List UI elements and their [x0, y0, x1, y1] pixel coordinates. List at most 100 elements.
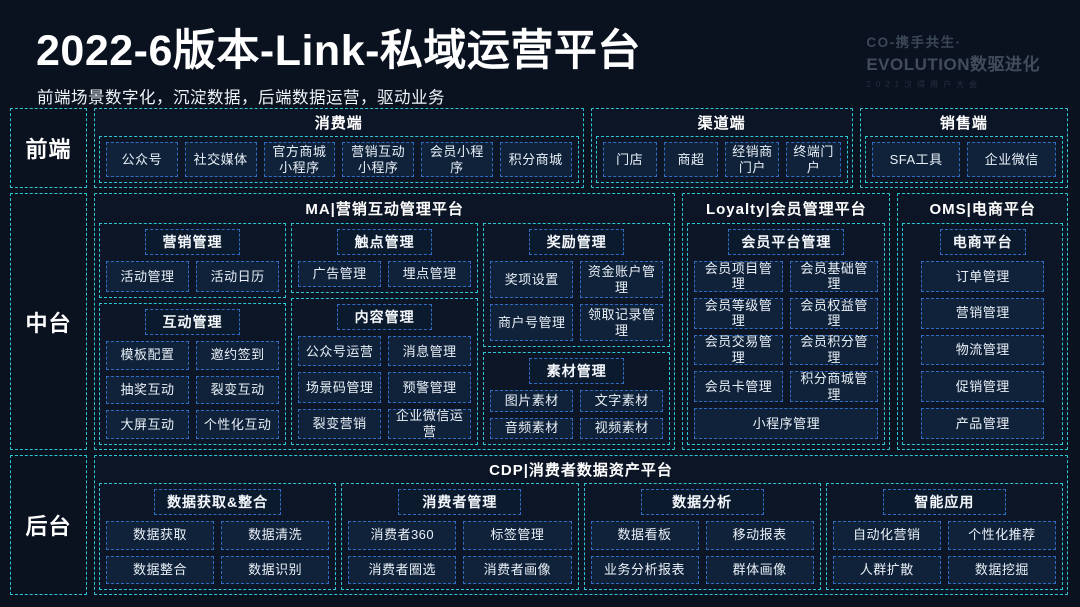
item-box: SFA工具: [871, 142, 961, 177]
item-row: 数据看板移动报表: [590, 521, 814, 550]
item-box: 公众号: [106, 142, 178, 177]
subgroup-box: 营销管理活动管理活动日历: [99, 223, 287, 298]
item-box: 企业微信: [967, 142, 1056, 177]
subgroup-box: 电商平台订单管理营销管理物流管理促销管理产品管理: [902, 223, 1063, 445]
item-box: 营销互动小程序: [342, 142, 414, 177]
band-content: MA|营销互动管理平台营销管理活动管理活动日历互动管理模板配置邀约签到抽奖互动裂…: [94, 193, 1068, 450]
platform-column: 门店商超经销商门户终端门户: [595, 136, 848, 183]
item-box: 资金账户管理: [580, 261, 664, 299]
platform-group: 消费端公众号社交媒体官方商城小程序营销互动小程序会员小程序积分商城: [94, 108, 584, 188]
item-row: 业务分析报表群体画像: [590, 555, 814, 584]
subgroup-box: 内容管理公众号运营消息管理场景码管理预警管理裂变营销企业微信运营: [291, 298, 479, 445]
item-box: 活动日历: [196, 261, 280, 292]
item-box: 数据整合: [106, 555, 215, 584]
item-row: 抽奖互动裂变互动: [106, 375, 280, 405]
item-box: 会员交易管理: [694, 334, 783, 366]
subgroup-title: 奖励管理: [529, 229, 625, 255]
item-box: 会员项目管理: [694, 261, 783, 292]
item-row: SFA工具企业微信: [871, 142, 1056, 177]
item-box: 消费者画像: [463, 555, 572, 584]
platform-title: 消费端: [314, 115, 363, 132]
platform-group: OMS|电商平台电商平台订单管理营销管理物流管理促销管理产品管理: [897, 193, 1068, 450]
item-row: 数据整合数据识别: [106, 555, 330, 584]
subgroup-box: 互动管理模板配置邀约签到抽奖互动裂变互动大屏互动个性化互动: [99, 302, 287, 445]
subgroup-box: SFA工具企业微信: [864, 136, 1063, 183]
item-box: 领取记录管理: [580, 304, 664, 342]
item-box: 抽奖互动: [106, 375, 190, 405]
item-row: 裂变营销企业微信运营: [298, 408, 472, 439]
item-row: 自动化营销个性化推荐: [832, 521, 1056, 550]
item-row: 模板配置邀约签到: [106, 340, 280, 370]
item-box: 门店: [602, 142, 657, 177]
item-box: 会员积分管理: [789, 334, 879, 366]
platform-title: 销售端: [939, 115, 988, 132]
item-row: 产品管理: [909, 408, 1056, 439]
item-row: 促销管理: [909, 371, 1056, 403]
item-box: 裂变营销: [298, 408, 382, 439]
item-row: 奖项设置资金账户管理: [490, 261, 664, 299]
platform-columns: 会员平台管理会员项目管理会员基础管理会员等级管理会员权益管理会员交易管理会员积分…: [687, 223, 886, 445]
subgroup-box: 智能应用自动化营销个性化推荐人群扩散数据挖掘: [825, 483, 1063, 590]
item-box: 标签管理: [463, 521, 572, 550]
subgroup-title: 数据分析: [640, 489, 764, 515]
item-row: 会员卡管理积分商城管理: [694, 371, 879, 403]
item-box: 物流管理: [920, 334, 1045, 366]
item-row: 场景码管理预警管理: [298, 372, 472, 403]
item-row: 图片素材文字素材: [490, 390, 664, 412]
item-box: 自动化营销: [832, 521, 941, 550]
item-box: 会员小程序: [421, 142, 493, 177]
item-box: 消息管理: [388, 336, 472, 367]
item-box: 数据清洗: [221, 521, 330, 550]
subgroup-title: 电商平台: [939, 229, 1026, 255]
band-content: 消费端公众号社交媒体官方商城小程序营销互动小程序会员小程序积分商城渠道端门店商超…: [94, 108, 1068, 188]
subgroup-box: 奖励管理奖项设置资金账户管理商户号管理领取记录管理: [483, 223, 671, 348]
item-box: 会员基础管理: [789, 261, 879, 292]
item-box: 音频素材: [490, 417, 574, 440]
item-row: 活动管理活动日历: [106, 261, 280, 292]
item-row: 数据获取数据清洗: [106, 521, 330, 550]
item-box: 活动管理: [106, 261, 190, 292]
item-box: 官方商城小程序: [263, 142, 336, 177]
item-box: 视频素材: [580, 417, 664, 440]
subgroup-title: 营销管理: [144, 229, 241, 255]
item-box: 个性化推荐: [947, 521, 1056, 550]
item-box: 消费者360: [348, 521, 457, 550]
subgroup-box: 数据获取&整合数据获取数据清洗数据整合数据识别: [99, 483, 337, 590]
subgroup-title: 会员平台管理: [728, 229, 845, 255]
item-box: 裂变互动: [196, 375, 280, 405]
subgroup-box: 会员平台管理会员项目管理会员基础管理会员等级管理会员权益管理会员交易管理会员积分…: [687, 223, 886, 445]
subgroup-box: 数据分析数据看板移动报表业务分析报表群体画像: [583, 483, 821, 590]
item-box: 会员等级管理: [694, 298, 783, 329]
subgroup-title: 素材管理: [529, 358, 625, 385]
platform-column: 公众号社交媒体官方商城小程序营销互动小程序会员小程序积分商城: [99, 136, 579, 183]
item-box: 终端门户: [786, 142, 841, 177]
item-box: 商户号管理: [490, 304, 574, 342]
subgroup-title: 数据获取&整合: [154, 489, 282, 515]
brand-logo-line-1: CO-携手共生·: [866, 35, 962, 50]
item-box: 会员权益管理: [789, 298, 879, 329]
item-box: 场景码管理: [298, 372, 382, 403]
item-box: 数据识别: [221, 555, 330, 584]
platform-column: 电商平台订单管理营销管理物流管理促销管理产品管理: [902, 223, 1063, 445]
item-box: 促销管理: [920, 371, 1045, 403]
item-box: 模板配置: [106, 340, 190, 370]
brand-logo-line-3: 2021汉得用户大会: [866, 80, 983, 90]
platform-column: SFA工具企业微信: [864, 136, 1063, 183]
item-box: 大屏互动: [106, 410, 190, 440]
item-box: 群体画像: [705, 555, 814, 584]
subgroup-box: 素材管理图片素材文字素材音频素材视频素材: [483, 352, 671, 445]
item-box: 个性化互动: [196, 410, 280, 440]
platform-title: CDP|消费者数据资产平台: [489, 462, 673, 479]
item-box: 预警管理: [388, 372, 472, 403]
platform-columns: SFA工具企业微信: [864, 136, 1063, 183]
band-前端: 前端消费端公众号社交媒体官方商城小程序营销互动小程序会员小程序积分商城渠道端门店…: [10, 108, 1068, 188]
item-box: 会员卡管理: [694, 371, 783, 403]
item-row: 营销管理: [909, 297, 1056, 329]
item-row: 音频素材视频素材: [490, 417, 664, 440]
